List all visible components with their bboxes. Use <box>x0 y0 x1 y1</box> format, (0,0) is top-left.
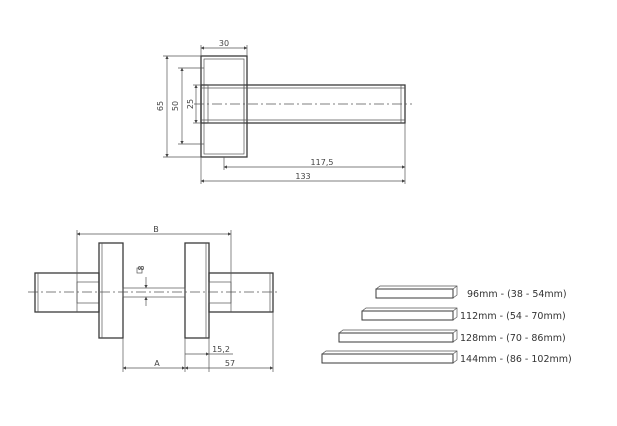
right-handle <box>208 272 274 313</box>
left-rosette <box>98 242 124 339</box>
dim-30-label: 30 <box>219 39 229 48</box>
spindle-112: 112mm - (54 - 70mm) <box>361 307 566 322</box>
right-rosette <box>184 242 210 339</box>
spindle-96: 96mm - (38 - 54mm) <box>375 285 567 300</box>
top-rosette-inner <box>203 58 245 155</box>
top-view-handle: 30 65 50 25 117,5 133 <box>156 39 412 184</box>
dim-50-label: 50 <box>171 101 180 111</box>
dim-15-2-label: 15,2 <box>212 345 230 354</box>
left-handle <box>34 272 100 313</box>
dim-A-label: A <box>154 359 160 368</box>
dim-117-5-label: 117,5 <box>311 158 334 167</box>
spindle <box>122 287 186 298</box>
spindle-128-label: 128mm - (70 - 86mm) <box>460 333 566 344</box>
spindle-144: 144mm - (86 - 102mm) <box>321 350 572 365</box>
side-view-handle: B 8 15,2 A 57 <box>28 225 280 372</box>
square-8-symbol <box>136 267 143 274</box>
spindle-legend: 96mm - (38 - 54mm) 112mm - (54 - 70mm) 1… <box>321 285 572 365</box>
dim-25-label: 25 <box>186 99 195 109</box>
spindle-128: 128mm - (70 - 86mm) <box>338 329 566 344</box>
dim-57-label: 57 <box>225 359 235 368</box>
dim-8-label: 8 <box>137 265 146 270</box>
dim-B-label: B <box>153 225 159 234</box>
spindle-144-label: 144mm - (86 - 102mm) <box>460 354 572 365</box>
dim-65-label: 65 <box>156 101 165 111</box>
spindle-96-label: 96mm - (38 - 54mm) <box>467 289 567 300</box>
spindle-112-label: 112mm - (54 - 70mm) <box>460 311 566 322</box>
dim-133-label: 133 <box>295 172 310 181</box>
